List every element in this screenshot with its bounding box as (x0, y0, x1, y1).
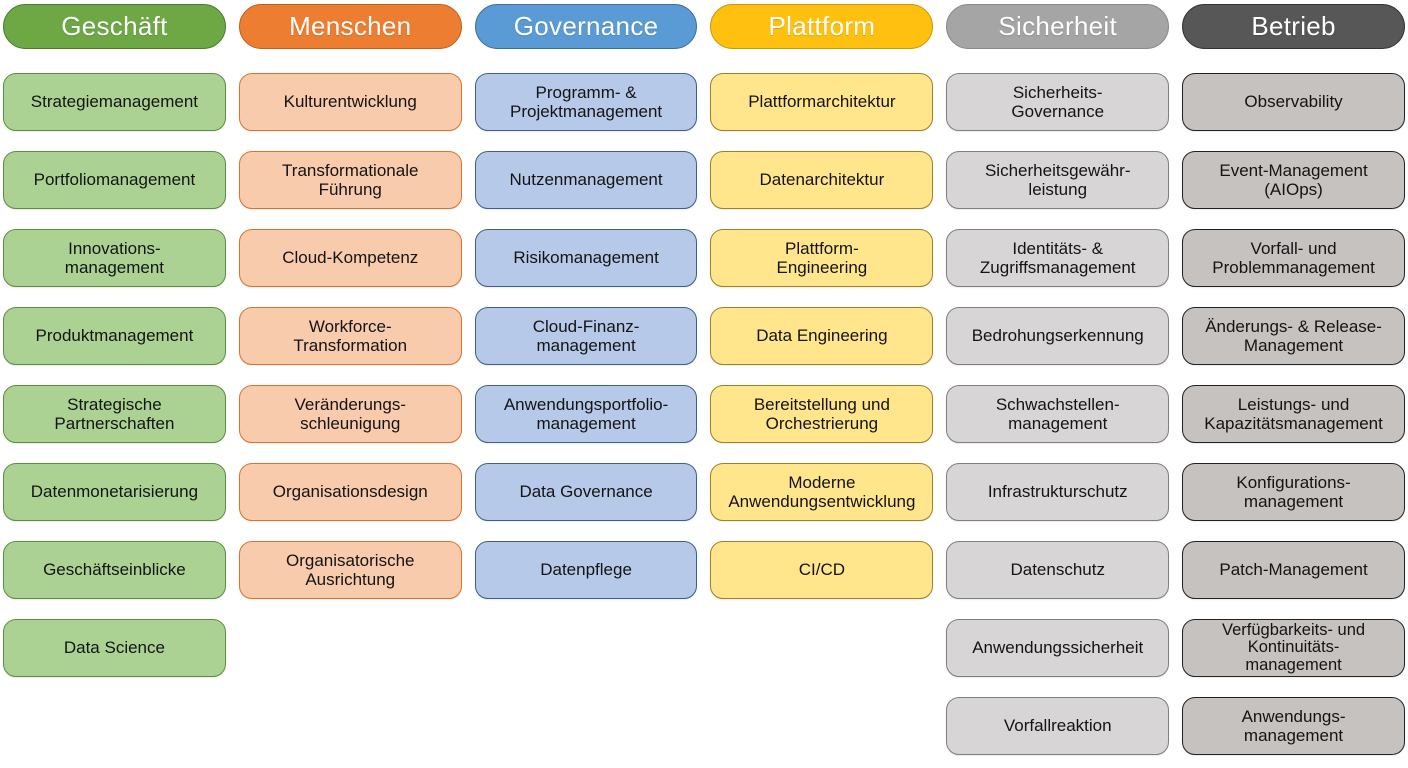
capability-box-menschen-5: Organisationsdesign (238, 463, 462, 521)
column-header-geschaeft: Geschäft (3, 4, 226, 49)
capability-box-betrieb-2: Vorfall- und Problemmanagement (1182, 229, 1405, 287)
column-header-sicherheit: Sicherheit (946, 4, 1170, 49)
capability-box-menschen-1: Transformationale Führung (238, 151, 462, 209)
capability-box-betrieb-6: Patch-Management (1182, 541, 1405, 599)
capability-box-geschaeft-5: Datenmonetarisierung (3, 463, 226, 521)
capability-box-plattform-5: Moderne Anwendungsentwicklung (710, 463, 934, 521)
capability-box-menschen-0: Kulturentwicklung (238, 73, 462, 131)
capability-box-geschaeft-2: Innovations- management (3, 229, 226, 287)
capability-box-geschaeft-0: Strategiemanagement (3, 73, 226, 131)
capability-box-plattform-1: Datenarchitektur (710, 151, 934, 209)
capability-box-governance-1: Nutzenmanagement (474, 151, 698, 209)
capability-box-betrieb-3: Änderungs- & Release- Management (1182, 307, 1405, 365)
capability-box-betrieb-1: Event-Management (AIOps) (1182, 151, 1405, 209)
column-header-betrieb: Betrieb (1182, 4, 1405, 49)
capability-box-plattform-0: Plattformarchitektur (710, 73, 934, 131)
capability-box-plattform-4: Bereitstellung und Orchestrierung (710, 385, 934, 443)
capability-box-menschen-2: Cloud-Kompetenz (238, 229, 462, 287)
capability-box-governance-6: Datenpflege (474, 541, 698, 599)
capability-box-betrieb-8: Anwendungs- management (1182, 697, 1405, 755)
capability-box-governance-2: Risikomanagement (474, 229, 698, 287)
capability-box-plattform-2: Plattform- Engineering (710, 229, 934, 287)
capability-box-plattform-6: CI/CD (710, 541, 934, 599)
capability-box-governance-0: Programm- & Projektmanagement (474, 73, 698, 131)
capability-box-geschaeft-3: Produktmanagement (3, 307, 226, 365)
column-header-governance: Governance (474, 4, 698, 49)
capability-box-menschen-3: Workforce- Transformation (238, 307, 462, 365)
capability-box-geschaeft-4: Strategische Partnerschaften (3, 385, 226, 443)
capability-box-sicherheit-4: Schwachstellen- management (946, 385, 1170, 443)
capability-box-governance-3: Cloud-Finanz- management (474, 307, 698, 365)
capability-box-governance-4: Anwendungsportfolio- management (474, 385, 698, 443)
column-header-menschen: Menschen (238, 4, 462, 49)
capability-box-geschaeft-6: Geschäftseinblicke (3, 541, 226, 599)
capability-box-geschaeft-1: Portfoliomanagement (3, 151, 226, 209)
capability-box-governance-5: Data Governance (474, 463, 698, 521)
capability-box-betrieb-5: Konfigurations- management (1182, 463, 1405, 521)
capability-box-plattform-3: Data Engineering (710, 307, 934, 365)
capability-box-betrieb-0: Observability (1182, 73, 1405, 131)
capability-box-sicherheit-7: Anwendungssicherheit (946, 619, 1170, 677)
capability-box-sicherheit-0: Sicherheits- Governance (946, 73, 1170, 131)
capability-box-sicherheit-2: Identitäts- & Zugriffsmanagement (946, 229, 1170, 287)
capability-box-betrieb-7: Verfügbarkeits- und Kontinuitäts- manage… (1182, 619, 1405, 677)
capability-box-geschaeft-7: Data Science (3, 619, 226, 677)
capability-box-sicherheit-1: Sicherheitsgewähr- leistung (946, 151, 1170, 209)
capability-box-menschen-4: Veränderungs- schleunigung (238, 385, 462, 443)
column-header-plattform: Plattform (710, 4, 934, 49)
capability-box-sicherheit-3: Bedrohungserkennung (946, 307, 1170, 365)
capability-box-sicherheit-5: Infrastrukturschutz (946, 463, 1170, 521)
capability-box-sicherheit-8: Vorfallreaktion (946, 697, 1170, 755)
capability-box-sicherheit-6: Datenschutz (946, 541, 1170, 599)
capability-box-menschen-6: Organisatorische Ausrichtung (238, 541, 462, 599)
capability-box-betrieb-4: Leistungs- und Kapazitätsmanagement (1182, 385, 1405, 443)
